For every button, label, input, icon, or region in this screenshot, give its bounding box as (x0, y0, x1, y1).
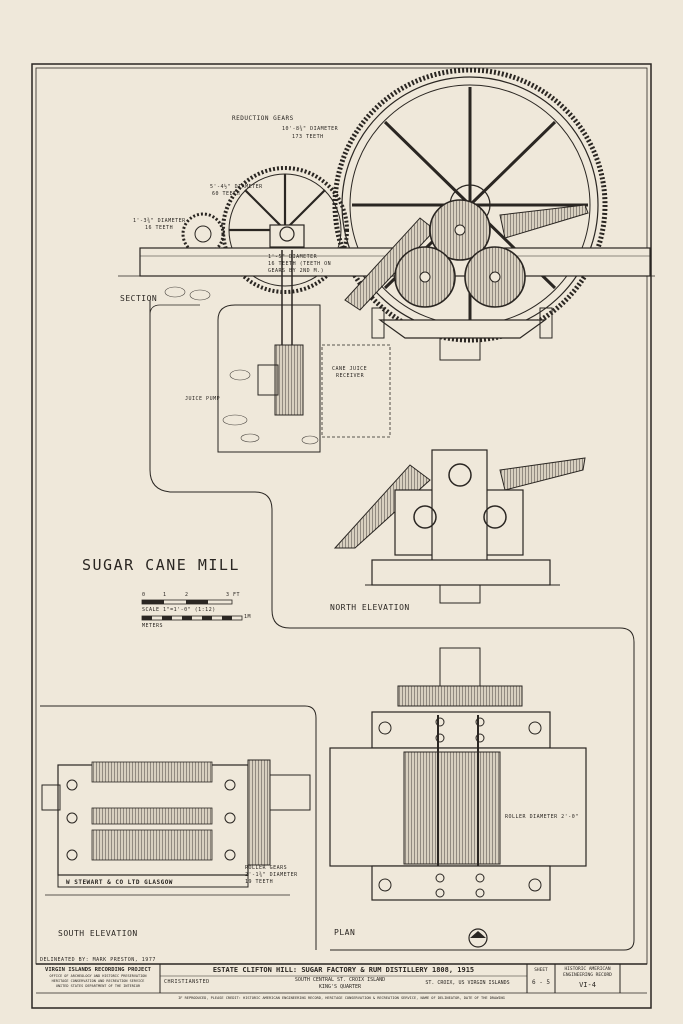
record-number: VI-4 (579, 981, 596, 989)
pinion-diameter: 1'-5" DIAMETER (268, 254, 318, 260)
location-mid-1: SOUTH CENTRAL ST. CROIX ISLAND (294, 977, 386, 983)
office-line-2: HERITAGE CONSERVATION AND RECREATION SER… (51, 979, 145, 983)
location-mid-2: KING'S QUARTER (318, 984, 362, 990)
record-line-2: ENGINEERING RECORD (563, 973, 612, 978)
scale-tick-1: 1 (163, 592, 167, 598)
roller-gears-label: ROLLER GEARS (245, 865, 288, 871)
pinion-teeth: 16 TEETH (TEETH ON (268, 261, 332, 267)
large-gear-teeth: 173 TEETH (292, 134, 324, 140)
small-gear-diameter: 1'-3¾" DIAMETER (133, 218, 186, 224)
roller-gears-teeth: 19 TEETH (245, 879, 274, 885)
plan-label: PLAN (334, 928, 356, 937)
south-elevation-label: SOUTH ELEVATION (58, 929, 138, 938)
footer-credit: IF REPRODUCED, PLEASE CREDIT: HISTORIC A… (178, 996, 505, 1000)
office-line-1: OFFICE OF ARCHEOLOGY AND HISTORIC PRESER… (49, 974, 147, 978)
section-label: SECTION (120, 294, 158, 303)
scale-tick-2: 2 (185, 592, 189, 598)
mid-gear-diameter: 5'-4½" DIAMETER (210, 184, 263, 190)
scale-tick-3: 3 FT (226, 592, 241, 598)
office-line-3: UNITED STATES DEPARTMENT OF THE INTERIOR (55, 984, 141, 988)
roller-diameter-label: ROLLER DIAMETER 2'-0" (505, 814, 579, 820)
project-name: VIRGIN ISLANDS RECORDING PROJECT (45, 967, 151, 973)
reduction-gears-label: REDUCTION GEARS (232, 115, 294, 122)
location-right: ST. CROIX, US VIRGIN ISLANDS (425, 980, 510, 986)
south-elevation-view (41, 759, 311, 896)
roller-gears-diameter: 2'-1¾" DIAMETER (245, 872, 298, 878)
title-block-frame (36, 963, 647, 994)
north-elevation-label: NORTH ELEVATION (330, 603, 410, 612)
graphic-scale (141, 599, 243, 621)
mid-gear-teeth: 60 TEETH (212, 191, 241, 197)
scale-text: SCALE 1"=1'-0" (1:12) (142, 607, 216, 613)
scale-tick-0: 0 (142, 592, 146, 598)
main-title: SUGAR CANE MILL (82, 556, 240, 574)
large-gear-diameter: 10'-8¾" DIAMETER (282, 126, 339, 132)
zone-outline-east (149, 300, 635, 951)
receiver-label: RECEIVER (336, 373, 365, 379)
north-arrow-icon (468, 928, 488, 948)
north-elevation-view (333, 449, 586, 604)
estate-title: ESTATE CLIFTON HILL: SUGAR FACTORY & RUM… (212, 966, 475, 974)
cane-juice-label: CANE JUICE (332, 366, 368, 372)
sheet-label: SHEET (534, 968, 548, 973)
scale-meter-tick: 1M (244, 614, 252, 620)
meters-label: METERS (142, 623, 164, 629)
plan-view (329, 647, 587, 948)
pinion-note: GEARS BY 2ND M.) (268, 268, 325, 274)
maker-plate: W STEWART & CO LTD GLASGOW (66, 879, 173, 886)
location-left: CHRISTIANSTED (164, 979, 210, 985)
section-view (118, 67, 655, 453)
small-gear-teeth: 16 TEETH (145, 225, 174, 231)
record-line-1: HISTORIC AMERICAN (564, 967, 611, 972)
zone-outline-south (40, 705, 317, 950)
outer-border (31, 63, 652, 1009)
juice-pump-label: JUICE PUMP (185, 396, 221, 402)
delineated-by: DELINEATED BY: MARK PRESTON, 1977 (40, 957, 156, 963)
sheet-number: 6 - 5 (531, 979, 551, 986)
